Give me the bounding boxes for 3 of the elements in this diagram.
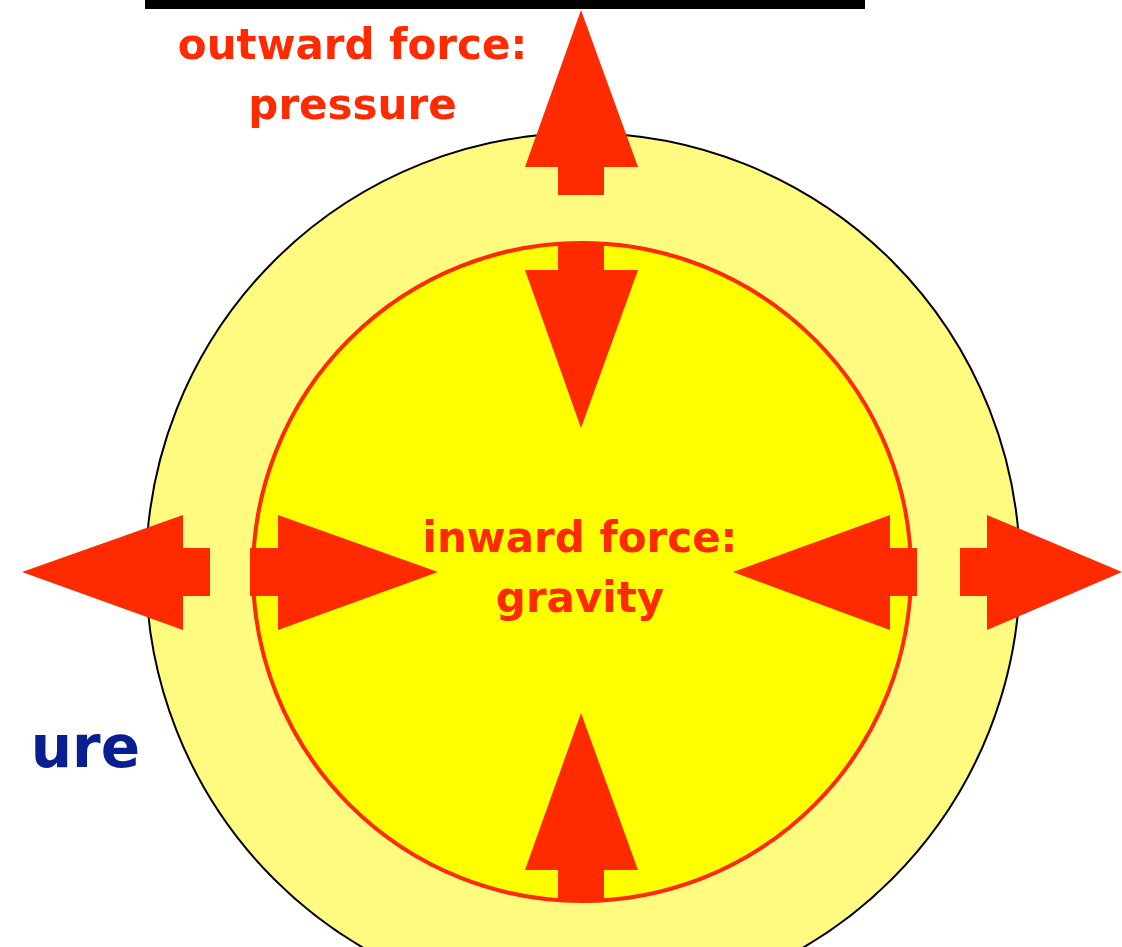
partial-heading: ure xyxy=(29,712,140,782)
force-label: outward force: pressure xyxy=(176,19,529,131)
force-label: inward force: gravity xyxy=(421,512,739,624)
